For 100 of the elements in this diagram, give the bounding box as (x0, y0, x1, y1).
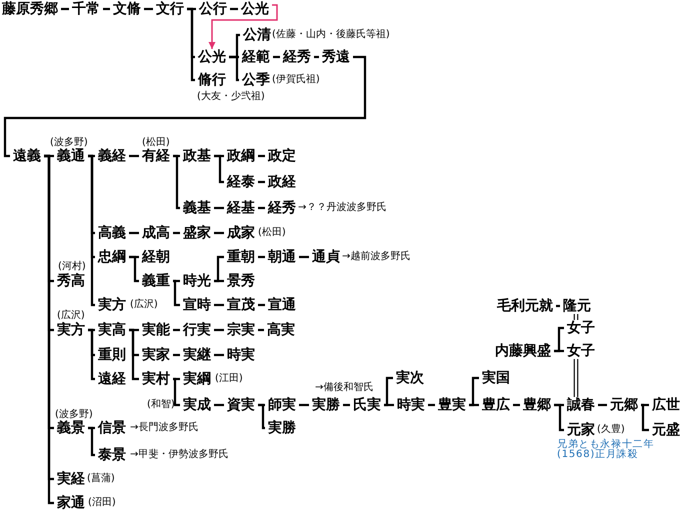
name-note: (伊賀氏祖) (272, 74, 320, 86)
connector-line (214, 328, 224, 332)
person-name: 藤原秀郷 (0, 1, 61, 17)
person-name: 家通 (54, 495, 88, 511)
person-name: 経基 (224, 200, 258, 216)
person-name: 内藤興盛 (492, 343, 554, 359)
person-name: 実綱 (180, 371, 214, 387)
person-name: 実能 (139, 322, 173, 338)
connector-line (103, 8, 110, 10)
person-name: 公光 (195, 49, 229, 65)
name-note: (松田) (142, 137, 170, 148)
person-name: 政基 (180, 148, 214, 164)
person-name: 師実 (265, 397, 299, 413)
name-note: (和智) (147, 399, 175, 411)
person-name: 豊広 (479, 397, 513, 413)
connector-line (214, 206, 224, 210)
person-name: 女子 (564, 320, 598, 336)
connector-line (173, 280, 180, 282)
person-name: 秀遠 (319, 49, 353, 65)
person-name: 高義 (95, 225, 129, 241)
connector-line (428, 404, 435, 406)
connector-line (129, 256, 139, 282)
name-note: (沼田) (88, 497, 116, 509)
person-name: 重朝 (224, 249, 258, 265)
person-name: 実方 (95, 297, 129, 313)
connector-line (469, 404, 479, 406)
person-name: 遠経 (95, 371, 129, 387)
person-name: 経秀 (280, 49, 314, 65)
person-name: 成家 (224, 225, 258, 241)
connector-line (343, 404, 350, 406)
connector-line (299, 404, 309, 406)
person-name: 義経 (95, 148, 129, 164)
connector-line (214, 304, 224, 306)
connector-line (258, 256, 265, 258)
connector-line (173, 378, 180, 406)
connector-line (258, 328, 264, 332)
connector-line (469, 376, 479, 406)
connector-line (144, 8, 153, 10)
person-name: 義通 (54, 148, 88, 164)
person-name: 誠春 (564, 397, 598, 413)
person-name: 政綱 (224, 148, 258, 164)
connector-line (187, 8, 195, 82)
person-name: 朝通 (265, 249, 299, 265)
name-note: →備後和智氏 (315, 382, 374, 394)
person-name: 時実 (394, 397, 428, 413)
person-name: 文脩 (110, 1, 144, 17)
name-note: (波多野) (50, 137, 88, 148)
connector-line (554, 404, 564, 432)
connector-line (4, 56, 366, 158)
connector-line (299, 256, 309, 258)
person-name: 実家 (139, 347, 173, 363)
person-name: 公行 (196, 1, 230, 17)
connector-line (214, 232, 224, 234)
connector-line (641, 404, 649, 432)
person-name: 千常 (69, 1, 103, 17)
connector-line (214, 280, 224, 282)
person-name: 有経 (139, 148, 173, 164)
connector-line (129, 232, 139, 234)
name-note: (広沢) (130, 299, 158, 311)
person-name: 元家 (564, 422, 598, 438)
connector-line (214, 404, 224, 406)
connector-line (258, 404, 265, 430)
person-name: 実成 (180, 397, 214, 413)
connector-line (258, 206, 265, 210)
person-name: 実経 (54, 471, 88, 487)
connector-line (384, 404, 394, 406)
name-note: →長門波多野氏 (130, 422, 198, 434)
person-name: 政経 (265, 174, 299, 190)
note-text: 兄弟とも永禄十二年(1568)正月誅殺 (557, 440, 656, 460)
person-name: 盛家 (180, 225, 214, 241)
name-note: (松田) (258, 227, 286, 239)
person-name: 経朝 (139, 249, 173, 265)
connector-line (173, 328, 180, 332)
connector-line (214, 256, 224, 282)
person-name: 脩行 (195, 72, 229, 88)
person-name: 景秀 (224, 273, 258, 289)
person-name: 女子 (564, 343, 598, 359)
connector-line (314, 56, 319, 58)
name-note: (江田) (215, 373, 243, 385)
connector-line (88, 426, 95, 456)
person-name: 実勝 (309, 397, 343, 413)
person-name: 通貞 (309, 249, 343, 265)
connector-line (598, 404, 607, 406)
connector-line (554, 350, 564, 352)
person-name: 実方 (54, 322, 88, 338)
name-note: (菖蒲) (87, 473, 115, 485)
person-name: 実村 (139, 371, 173, 387)
connector-line (229, 56, 239, 82)
person-name: 実高 (95, 322, 129, 338)
name-note: (河村) (58, 261, 86, 272)
connector-line (173, 354, 180, 356)
connector-line (230, 8, 238, 10)
person-name: 実国 (479, 370, 513, 386)
connector-line (129, 154, 139, 158)
person-name: 時光 (180, 273, 214, 289)
person-name: 政定 (265, 148, 299, 164)
name-note: (佐藤・山内・後藤氏等祖) (272, 29, 390, 41)
person-name: 泰景 (95, 447, 129, 463)
person-name: 公季 (239, 72, 273, 88)
person-name: 成高 (139, 225, 173, 241)
